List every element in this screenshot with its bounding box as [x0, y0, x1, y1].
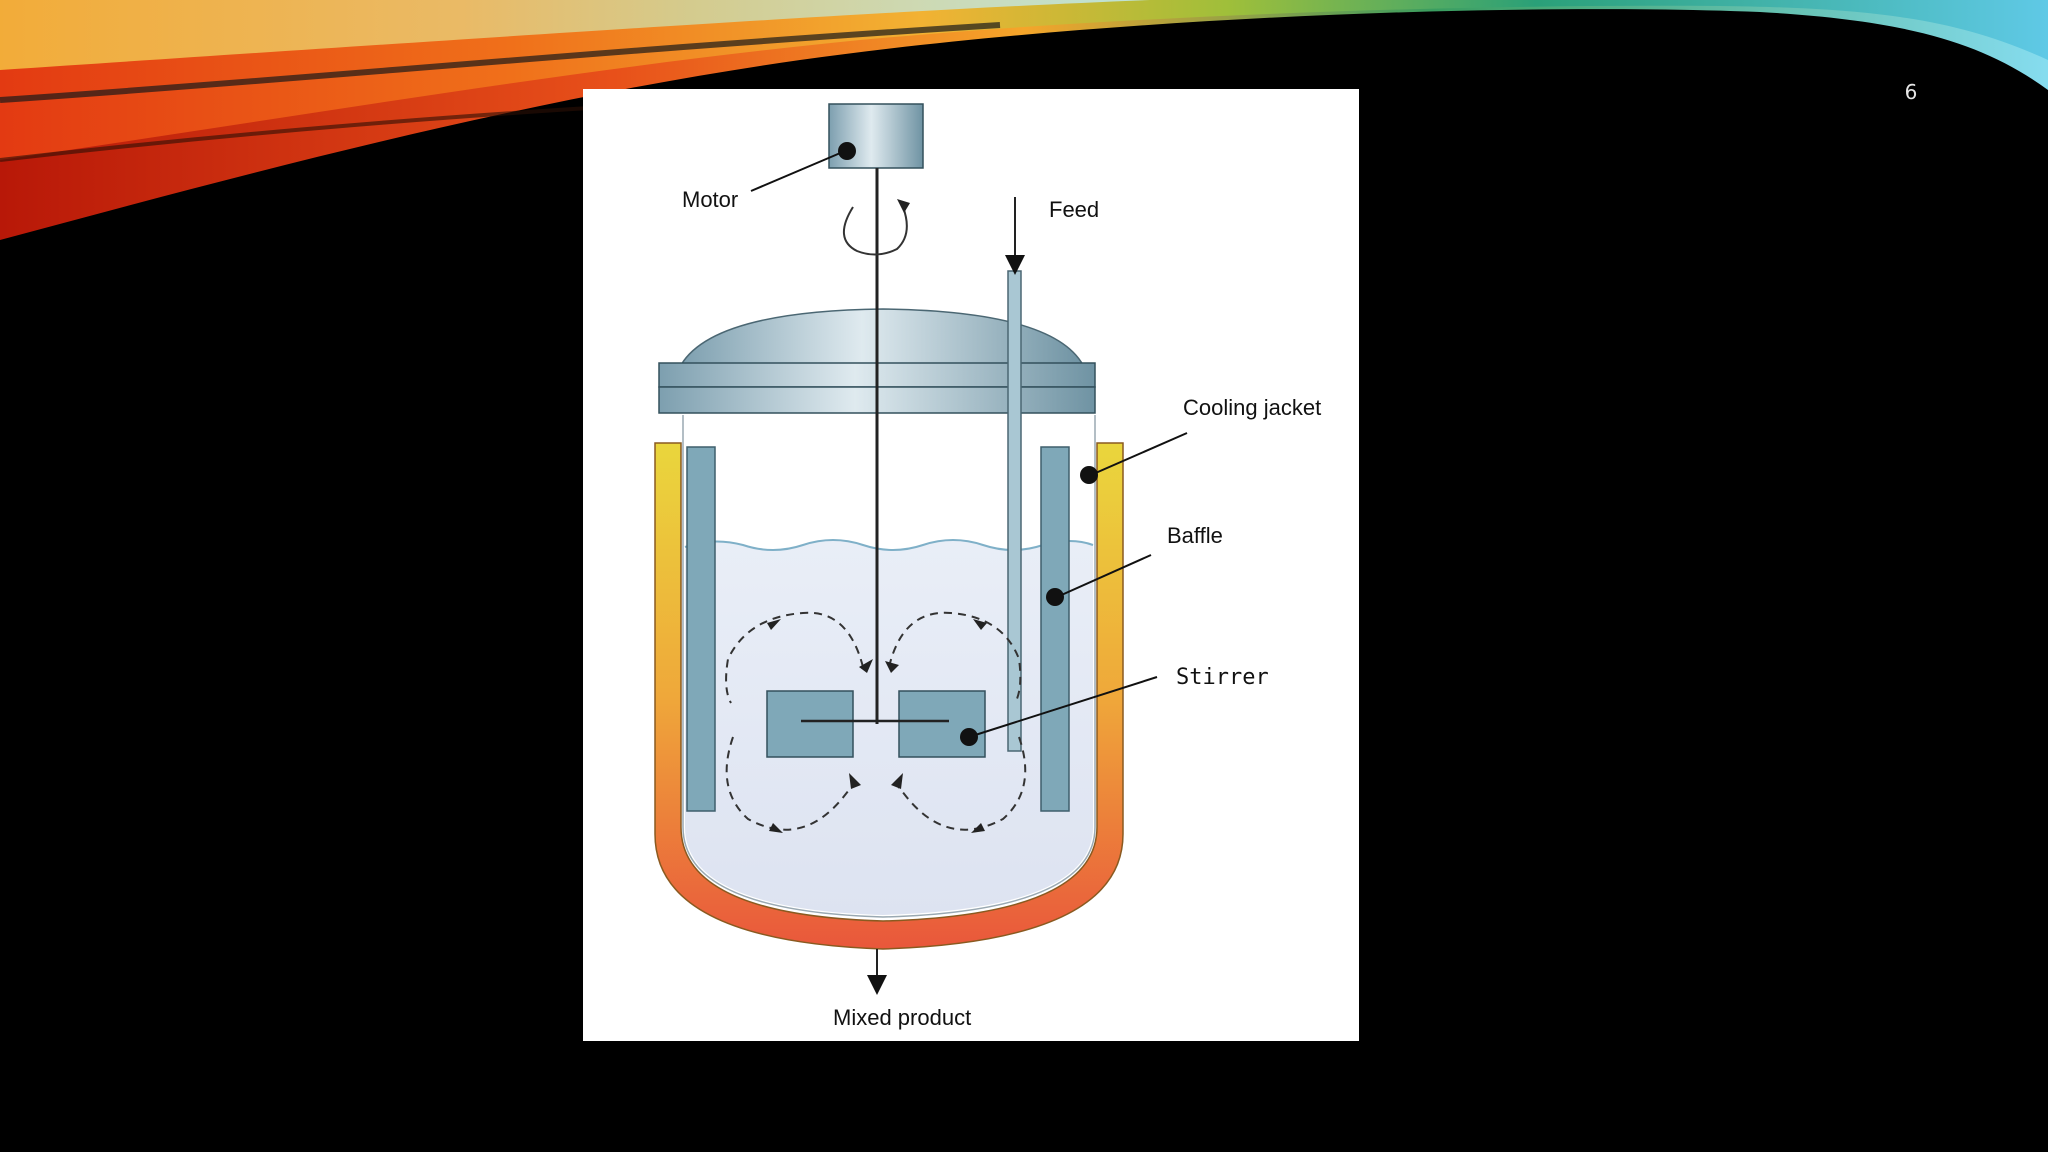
baffle-left	[686, 446, 716, 812]
liquid-surface	[684, 539, 1094, 551]
baffle-pointer-dot	[1046, 588, 1064, 606]
cooling-jacket-leader-line	[1090, 432, 1188, 476]
liquid	[685, 540, 1093, 915]
stirrer-blade-right	[898, 690, 986, 758]
motor-leader-line	[750, 150, 846, 192]
label-feed: Feed	[1049, 197, 1099, 222]
figure-panel: Motor Feed Cooling jacket Baffle Stirrer…	[583, 89, 1359, 1041]
motor-pointer-dot	[838, 142, 856, 160]
label-cooling-jacket: Cooling jacket	[1183, 395, 1321, 420]
feed-pipe	[1007, 270, 1022, 752]
label-stirrer: Stirrer	[1176, 665, 1269, 690]
slide-number: 6	[1904, 80, 1918, 104]
circulation-arrowheads	[767, 619, 987, 833]
cooling-jacket-pointer-dot	[1080, 466, 1098, 484]
cooling-jacket	[654, 442, 1124, 950]
stirrer-pointer-dot	[960, 728, 978, 746]
label-baffle: Baffle	[1167, 523, 1223, 548]
stirred-tank-reactor-diagram: Motor Feed Cooling jacket Baffle Stirrer…	[654, 103, 1321, 1030]
stirrer-blade-left	[766, 690, 854, 758]
label-mixed-product: Mixed product	[833, 1005, 971, 1030]
label-motor: Motor	[682, 187, 738, 212]
baffle-right	[1040, 446, 1070, 812]
rotation-arrow-icon	[843, 206, 908, 256]
baffle-leader-line	[1056, 554, 1152, 598]
lid-dome	[679, 308, 1085, 366]
stirrer-leader-line	[968, 676, 1158, 738]
circulation-flow	[725, 611, 1027, 831]
